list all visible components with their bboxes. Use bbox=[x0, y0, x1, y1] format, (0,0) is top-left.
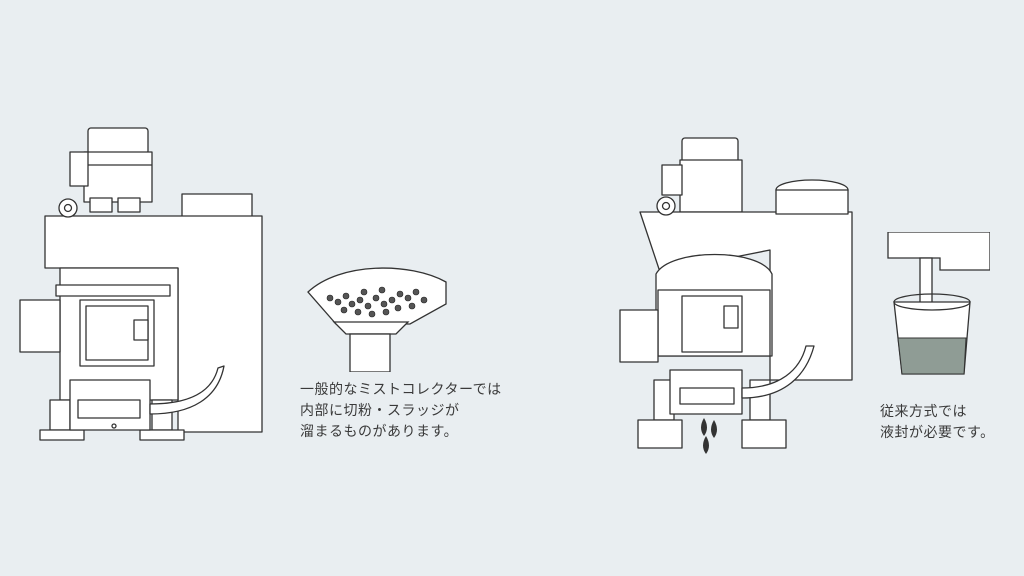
right-caption: 従来方式では 液封が必要です。 bbox=[880, 402, 995, 444]
left-mist-collector-illustration bbox=[19, 127, 263, 441]
left-caption: 一般的なミストコレクターでは 内部に切粉・スラッジが 溜まるものがあります。 bbox=[300, 380, 502, 443]
left-caption-line-3: 溜まるものがあります。 bbox=[300, 424, 459, 440]
sludge-detail-closeup bbox=[307, 267, 447, 372]
liquid-seal-detail-closeup bbox=[887, 232, 990, 375]
left-caption-line-1: 一般的なミストコレクターでは bbox=[300, 382, 502, 398]
left-caption-line-2: 内部に切粉・スラッジが bbox=[300, 403, 460, 419]
right-caption-line-2: 液封が必要です。 bbox=[880, 425, 995, 441]
right-caption-line-1: 従来方式では bbox=[880, 404, 967, 420]
right-mist-collector-illustration bbox=[619, 137, 853, 454]
